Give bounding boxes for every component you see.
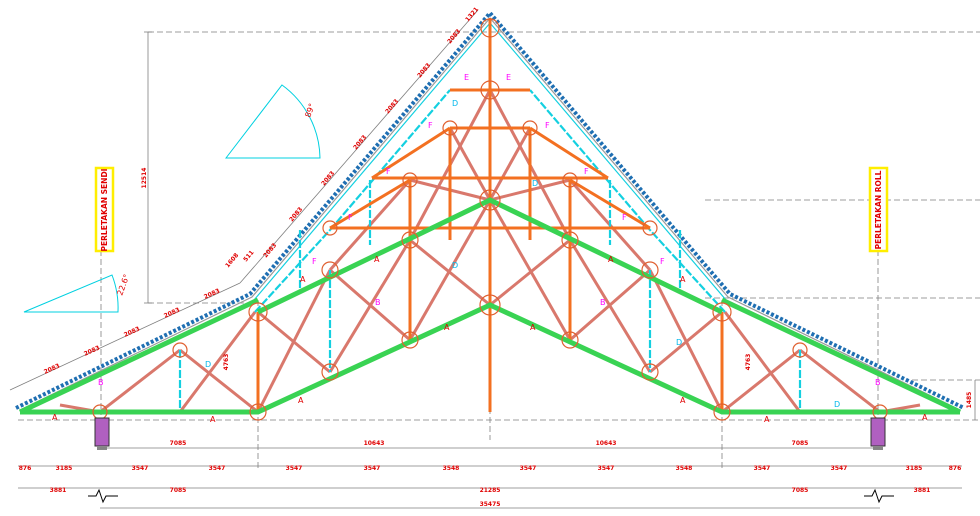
slope-label-1: 2083 <box>43 362 61 375</box>
member-label-a-4: A <box>530 323 536 332</box>
row2-dim-4: 3547 <box>209 465 226 472</box>
row2-dim-14: 876 <box>949 465 962 472</box>
left-support <box>94 417 110 450</box>
row1-dim-1: 7085 <box>170 440 187 447</box>
row2-dim-8: 3547 <box>520 465 537 472</box>
slope-label-6: 2083 <box>288 206 304 223</box>
slope-label-9: 2083 <box>384 98 400 115</box>
member-label-a-6: A <box>680 275 686 284</box>
member-label-e-1: E <box>464 73 469 82</box>
right-post-height: 4763 <box>745 354 752 371</box>
member-label-f-7: F <box>312 257 317 266</box>
slope-label-5: 2083 <box>203 287 221 300</box>
member-label-f-8: F <box>660 257 665 266</box>
member-label-b-3: B <box>98 378 104 387</box>
left-support-label-box: PERLETAKAN SENDI <box>94 166 115 253</box>
slope-label-3: 2083 <box>123 325 141 338</box>
row1-dim-3: 10643 <box>596 440 617 447</box>
member-label-f-1: F <box>428 121 433 130</box>
member-label-a-9: A <box>298 396 304 405</box>
dimension-row-2: 876 3185 3547 3547 3547 3547 3548 3547 3… <box>19 465 962 472</box>
row3-dim-2: 7085 <box>170 487 187 494</box>
member-label-d-1: D <box>452 261 458 270</box>
row2-dim-2: 3185 <box>56 465 73 472</box>
member-label-f-4: F <box>584 167 589 176</box>
row2-dim-3: 3547 <box>132 465 149 472</box>
small-a-label: 1608 <box>224 252 240 269</box>
small-b-label: 2083 <box>262 242 278 259</box>
web-cyan <box>178 89 802 412</box>
angle-indicator-left <box>23 274 119 313</box>
member-label-f-3: F <box>386 167 391 176</box>
left-support-label: PERLETAKAN SENDI <box>100 168 109 251</box>
row3-dim-3: 21285 <box>480 487 501 494</box>
rise-main-label: 12514 <box>141 168 148 189</box>
dimension-row-3: 3881 7085 21285 7085 3881 <box>50 487 931 494</box>
right-support <box>870 417 886 450</box>
right-support-label: PERLETAKAN ROLL <box>874 170 883 249</box>
member-label-d-5: D <box>452 99 458 108</box>
slope-label-10: 2083 <box>416 62 432 79</box>
member-label-a-3: A <box>444 323 450 332</box>
row2-dim-1: 876 <box>19 465 32 472</box>
web-diagonals <box>59 89 921 414</box>
slope-label-2: 2083 <box>83 344 101 357</box>
slope-label-7: 2083 <box>320 170 336 187</box>
member-label-b-4: B <box>875 378 881 387</box>
member-label-b-2: B <box>600 298 606 307</box>
row3-dim-1: 3881 <box>50 487 67 494</box>
row2-dim-13: 3185 <box>906 465 923 472</box>
row2-dim-5: 3547 <box>286 465 303 472</box>
small-c-label: 511 <box>242 249 255 263</box>
member-label-a-1: A <box>300 275 306 284</box>
member-label-d-2: D <box>676 338 682 347</box>
row3-dim-4: 7085 <box>792 487 809 494</box>
slope-dimension-lines <box>9 9 479 391</box>
member-label-a-11: A <box>764 415 770 424</box>
member-label-f-5: F <box>348 213 353 222</box>
member-label-a-12: A <box>922 413 928 422</box>
angle-left-label: 22.6° <box>115 273 131 297</box>
member-label-e-2: E <box>506 73 511 82</box>
member-label-f-6: F <box>622 213 627 222</box>
row3-dim-5: 3881 <box>914 487 931 494</box>
left-post-height: 4763 <box>223 354 230 371</box>
row4-dim: 35475 <box>480 501 501 508</box>
member-label-a-2: A <box>374 255 380 264</box>
angle-indicator-top <box>224 84 321 159</box>
bottom-chords <box>18 197 962 415</box>
angle-top-label: 89° <box>303 102 316 118</box>
member-label-d-6: D <box>532 179 538 188</box>
web-orange <box>256 18 724 412</box>
member-label-a-10: A <box>680 396 686 405</box>
member-label-f-2: F <box>545 121 550 130</box>
gusset-plates <box>92 18 888 421</box>
member-label-a-8: A <box>210 415 216 424</box>
slope-label-4: 2083 <box>163 306 181 319</box>
member-labels: A A A A A A A A A A A A B B B B D D D D … <box>52 73 928 424</box>
right-step-label: 1485 <box>966 392 973 409</box>
row2-dim-9: 3547 <box>598 465 615 472</box>
apex-offset-label: 1321 <box>464 6 480 23</box>
row1-dim-4: 7085 <box>792 440 809 447</box>
dimension-row-1: 7085 10643 10643 7085 <box>170 440 809 447</box>
row2-dim-12: 3547 <box>831 465 848 472</box>
row1-dim-2: 10643 <box>364 440 385 447</box>
bottom-dimension-lines <box>18 447 962 509</box>
break-symbols <box>88 488 894 504</box>
row2-dim-10: 3548 <box>676 465 693 472</box>
slope-label-8: 2083 <box>352 134 368 151</box>
row2-dim-11: 3547 <box>754 465 771 472</box>
row2-dim-7: 3548 <box>443 465 460 472</box>
member-label-d-3: D <box>205 360 211 369</box>
row2-dim-6: 3547 <box>364 465 381 472</box>
right-support-label-box: PERLETAKAN ROLL <box>868 166 889 253</box>
member-label-a-5: A <box>608 255 614 264</box>
slope-label-11: 2083 <box>446 28 462 45</box>
member-label-a-7: A <box>52 413 58 422</box>
member-label-d-4: D <box>834 400 840 409</box>
rise-dimension <box>144 31 152 304</box>
member-label-b-1: B <box>375 298 381 307</box>
